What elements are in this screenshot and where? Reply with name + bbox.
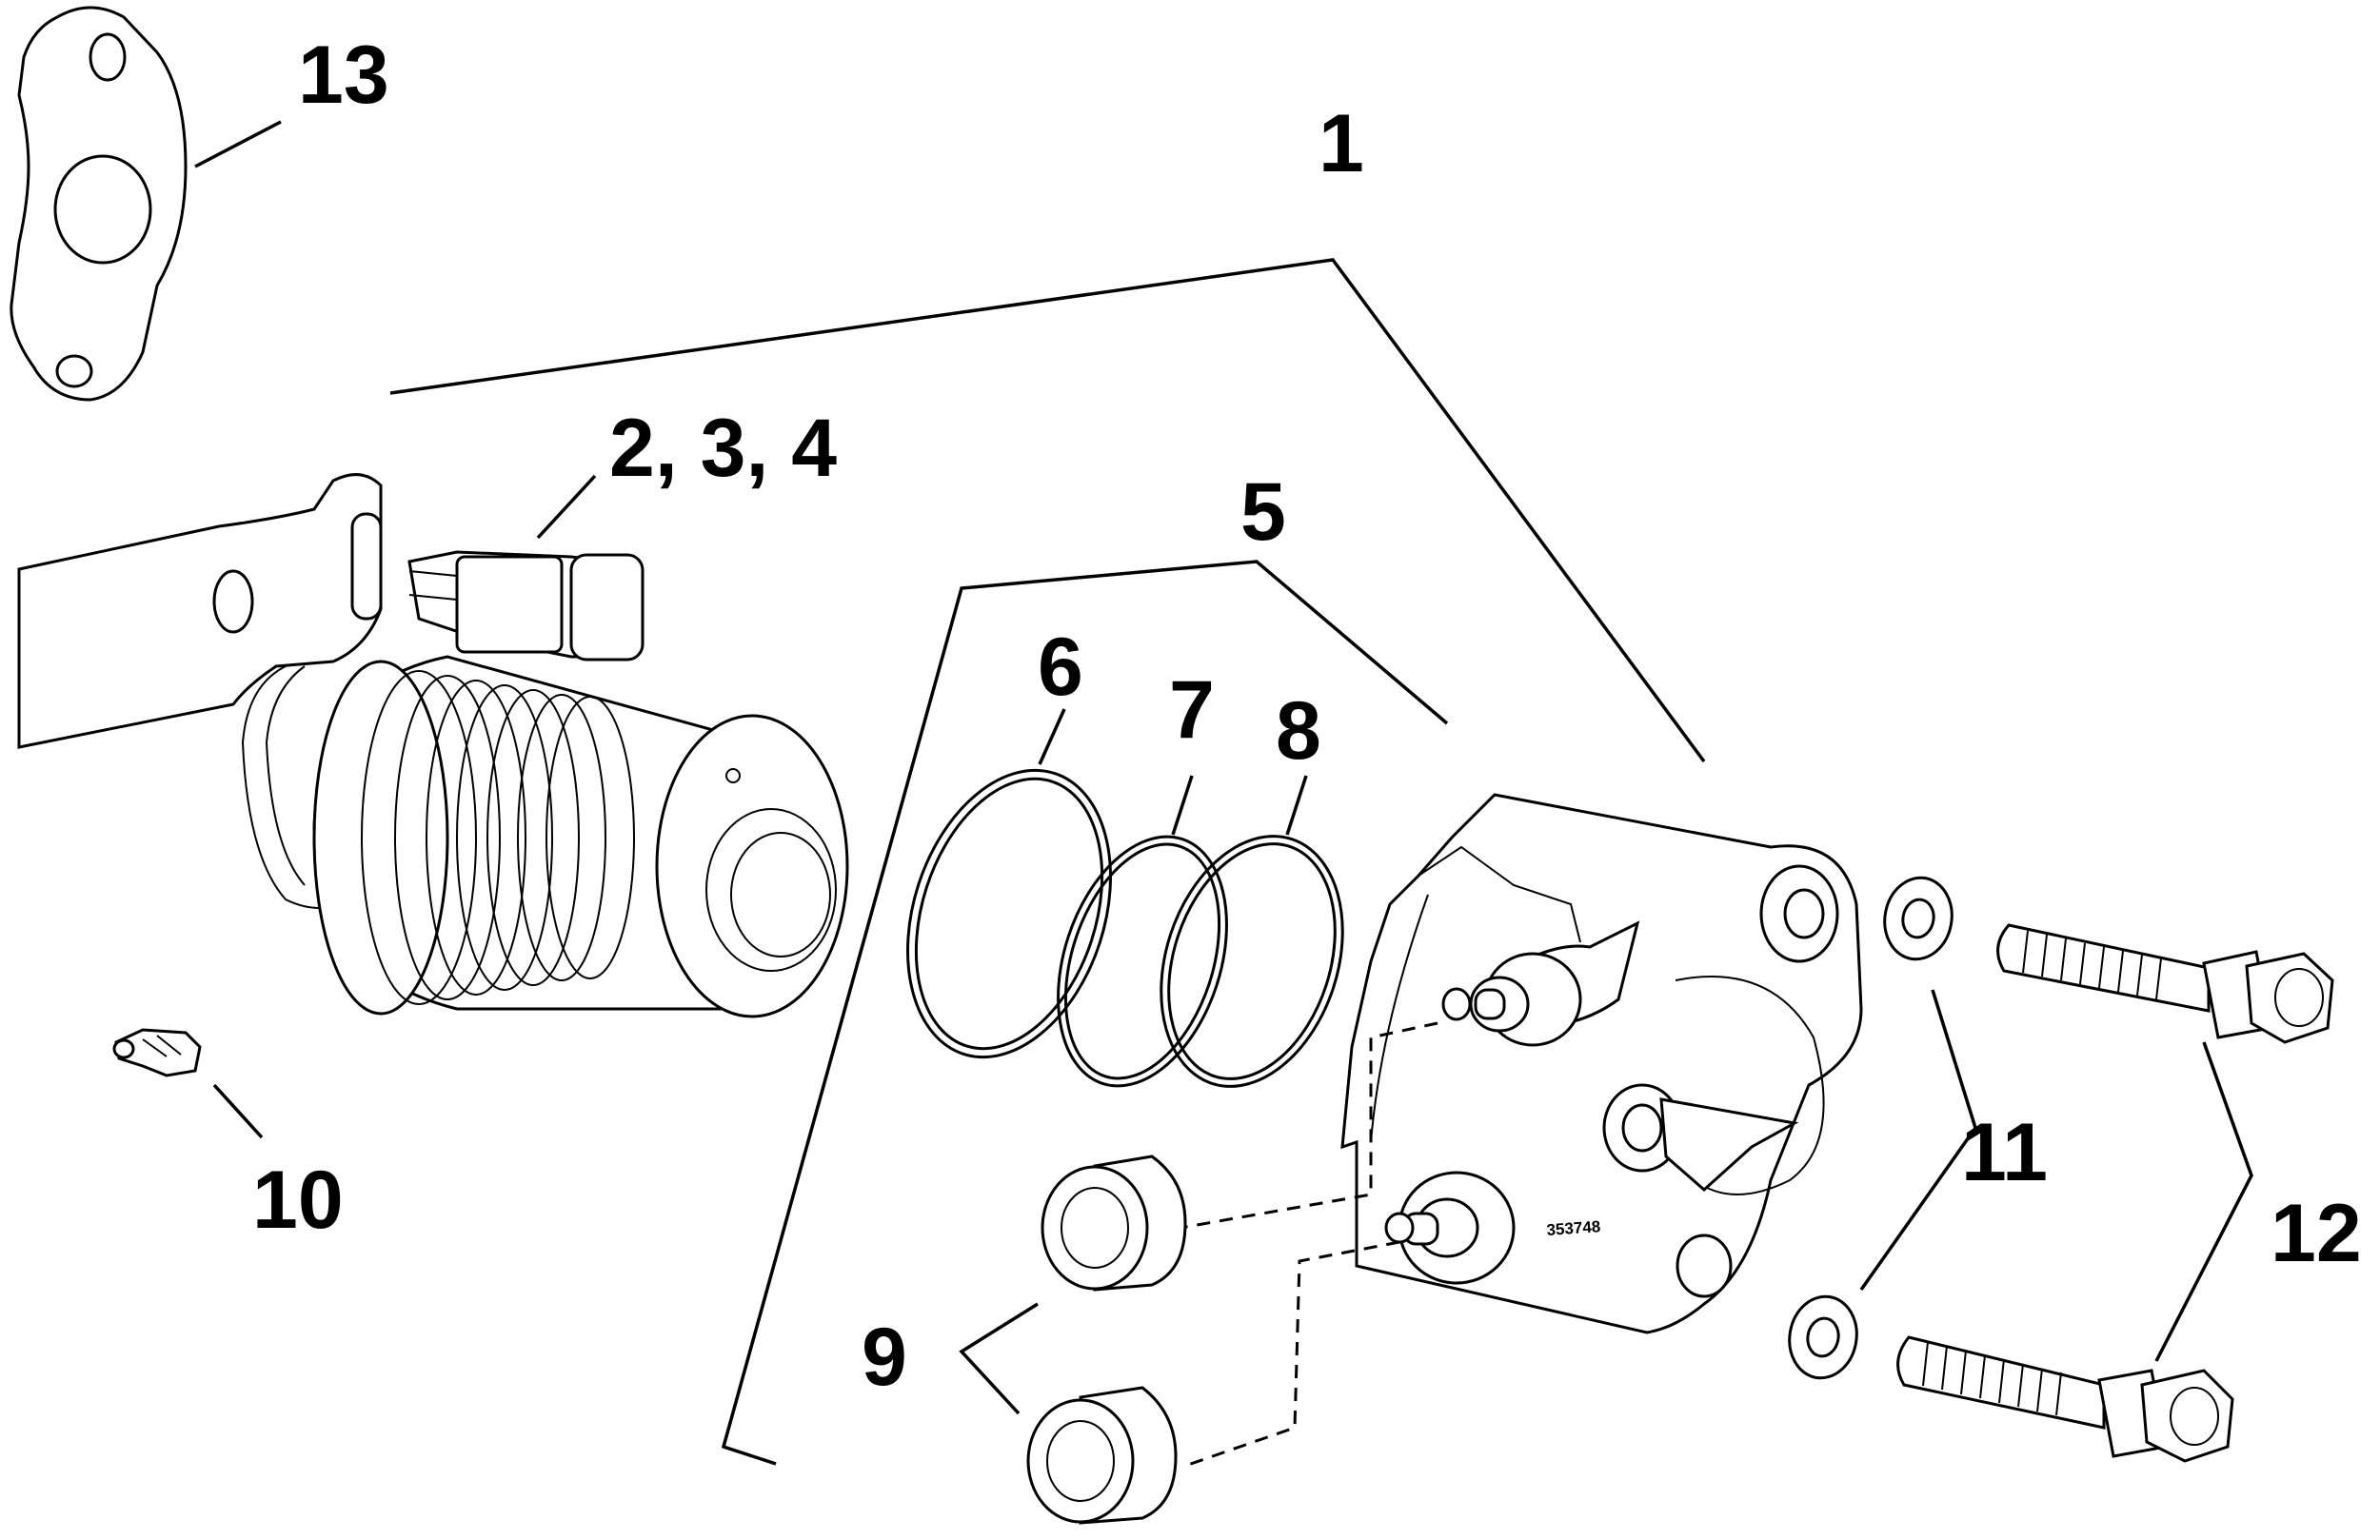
sensor-bracket-2-3-4 (17, 473, 383, 909)
callout-8: 8 (1276, 685, 1321, 777)
o-ring-6 (906, 768, 1112, 1059)
leader-5 (721, 560, 1449, 1466)
leader-8 (1285, 775, 1308, 836)
callout-2-3-4: 2, 3, 4 (609, 403, 837, 494)
clip-10 (112, 1028, 202, 1077)
washer-11-lower (1788, 1294, 1858, 1380)
electrical-connector (407, 550, 645, 661)
gasket-plate-13 (10, 6, 188, 402)
callout-7: 7 (1169, 664, 1215, 756)
washer-11-upper (1883, 876, 1954, 961)
leader-12 (2154, 1041, 2253, 1362)
piston-cylinder (312, 655, 849, 1018)
leader-9 (959, 1302, 1039, 1415)
bolt-12-upper (1996, 923, 2334, 1044)
alignment-line-lower (1184, 1240, 1400, 1468)
leader-6 (1038, 708, 1066, 765)
o-ring-8 (1160, 835, 1344, 1088)
o-ring-7 (1057, 835, 1228, 1088)
leader-1 (389, 258, 1706, 763)
housing-part-number: 353748 (1546, 1217, 1601, 1239)
callout-1: 1 (1319, 98, 1364, 189)
callout-6: 6 (1038, 622, 1083, 713)
leader-2-3-4 (536, 474, 597, 540)
callout-10: 10 (252, 1155, 344, 1246)
bolt-12-lower (1896, 1335, 2234, 1463)
leader-10 (212, 1083, 264, 1139)
callout-11: 11 (1961, 1107, 2048, 1198)
callout-13: 13 (298, 30, 389, 121)
leader-7 (1171, 775, 1194, 836)
bushing-9-lower (1026, 1386, 1178, 1525)
alignment-line-upper (1180, 1021, 1438, 1230)
leader-11 (1859, 989, 1977, 1292)
valve-housing: 353748 (1340, 793, 1863, 1334)
leader-13 (194, 120, 282, 168)
callout-9: 9 (862, 1312, 907, 1403)
callout-12: 12 (2271, 1188, 2362, 1279)
bushing-9-upper (1041, 1155, 1187, 1292)
callout-5: 5 (1240, 466, 1286, 558)
